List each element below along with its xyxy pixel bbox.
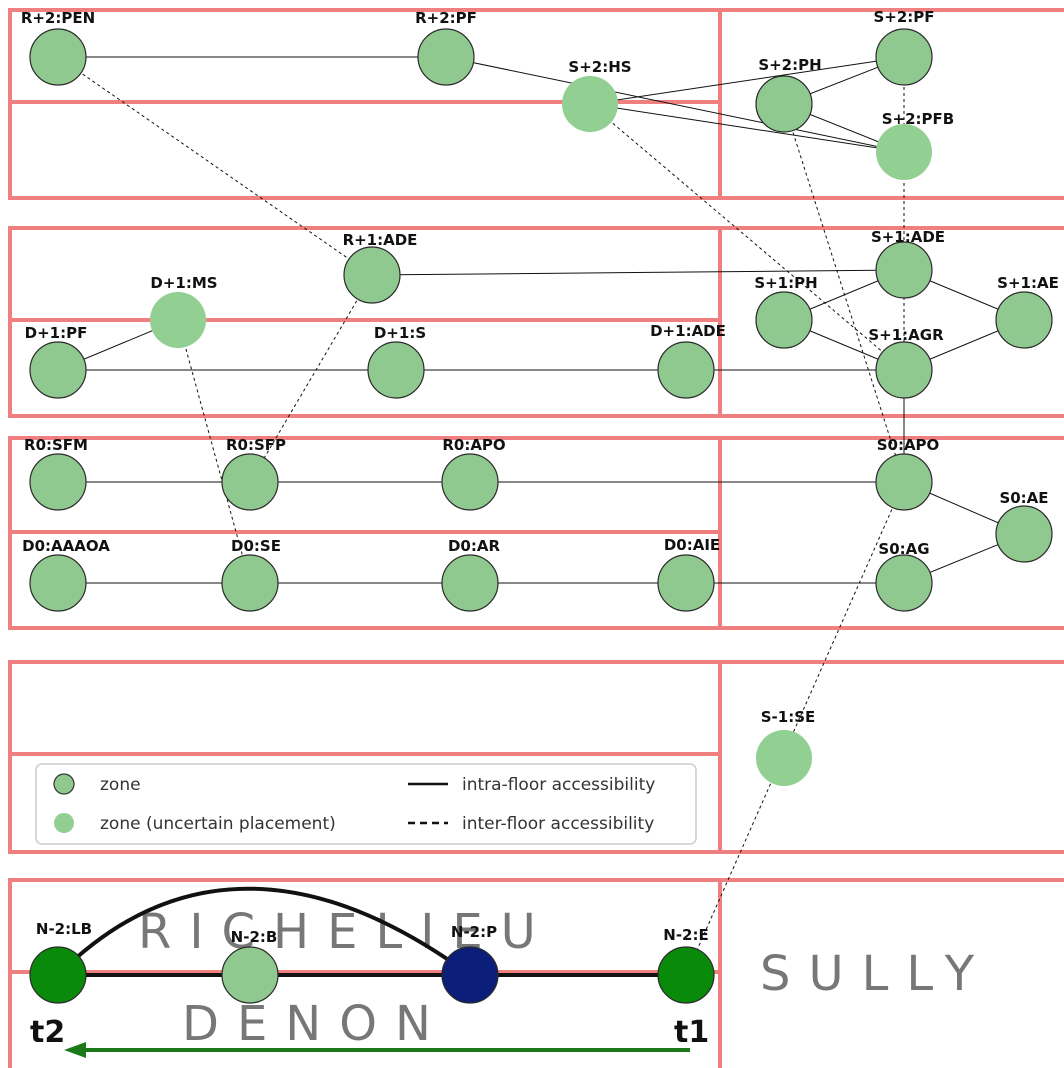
edge-r-2-pen-to-r-1-ade (57, 56, 373, 276)
route-start-label: t1 (674, 1015, 709, 1050)
edge-s-2-hs-to-s-2-pf (589, 56, 905, 105)
wall-s-1 (718, 660, 1064, 854)
zone-label-d0-ar: D0:AR (448, 537, 500, 555)
node-labels: R+2:PEN R+2:PF S+2:HS S+2:PH S+2:PF S+2:PFB R+… (21, 8, 1059, 946)
zone-label-s-1-ae: S+1:AE (997, 274, 1059, 292)
legend-box (35, 763, 697, 845)
zone-label-s-1-ph: S+1:PH (754, 274, 817, 292)
legend-inter-label: inter-floor accessibility (462, 814, 654, 834)
wall-s0 (718, 436, 1064, 630)
zone-node-s-1-ade (875, 241, 933, 299)
wall-s2 (718, 8, 1064, 200)
zone-label-d-1-ms: D+1:MS (150, 274, 217, 292)
zone-label-d-1-s: D+1:S (374, 324, 426, 342)
zone-label-d0-se: D0:SE (231, 537, 281, 555)
zone-node-d0-aie (657, 554, 715, 612)
zone-node-s-1-ae (995, 291, 1053, 349)
zone-label-n-2-b: N-2:B (231, 928, 278, 946)
zone-node-d0-aaaoa (29, 554, 87, 612)
zone-node-n-2-b (221, 946, 279, 1004)
legend-intra-label: intra-floor accessibility (462, 775, 655, 795)
edge-r-2-pf-to-s-2-pfb (445, 56, 905, 153)
zone-label-s0-apo: S0:APO (877, 436, 940, 454)
floor-walls (8, 8, 1064, 1068)
wall-s1 (718, 226, 1064, 418)
legend-uncertain-marker (54, 813, 74, 833)
zone-node-r-2-pf (417, 28, 475, 86)
route-arrow (64, 1042, 690, 1058)
zone-node-s0-ag (875, 554, 933, 612)
zone-node-r0-apo (441, 453, 499, 511)
zone-label-n-2-p: N-2:P (451, 923, 497, 941)
zone-label-r-1-ade: R+1:ADE (343, 231, 418, 249)
zone-label-s-1-ade: S+1:ADE (871, 228, 945, 246)
zone-node-s-2-hs (562, 76, 618, 132)
zone-node-s-2-pfb (876, 124, 932, 180)
zone-node-d-1-pf (29, 341, 87, 399)
zone-node-d-1-s (367, 341, 425, 399)
zone-label-d-1-pf: D+1:PF (25, 324, 88, 342)
zone-node-n-2-p (441, 946, 499, 1004)
edge-n-2-lb-to-n-2-p (56, 886, 472, 977)
zone-node-n-2-e (657, 946, 715, 1004)
zone-label-r0-apo: R0:APO (442, 436, 505, 454)
zone-node-d0-ar (441, 554, 499, 612)
nodes (29, 28, 1053, 1004)
zone-label-n-2-e: N-2:E (663, 926, 708, 944)
zone-label-d-1-ade: D+1:ADE (650, 322, 726, 340)
zone-label-r0-sfm: R0:SFM (24, 436, 88, 454)
zone-node-r0-sfm (29, 453, 87, 511)
zone-label-s0-ae: S0:AE (999, 489, 1048, 507)
zone-node-d-1-ade (657, 341, 715, 399)
zone-label-r0-sfp: R0:SFP (226, 436, 286, 454)
edge-r-1-ade-to-r0-sfp (249, 274, 373, 483)
zone-node-s-1-agr (875, 341, 933, 399)
legend: zone zone (uncertain placement) intra-fl… (35, 763, 697, 845)
zone-label-n-2-lb: N-2:LB (36, 920, 92, 938)
route-end-label: t2 (30, 1015, 65, 1050)
zone-label-s-1-se: S-1:SE (761, 708, 816, 726)
zone-node-d0-se (221, 554, 279, 612)
edge-s-2-hs-to-s-1-agr (589, 103, 905, 371)
legend-zone-marker (53, 773, 75, 795)
wing-label-sully: SULLY (760, 946, 992, 1002)
zone-node-s0-ae (995, 505, 1053, 563)
zone-node-s-1-ph (755, 291, 813, 349)
zone-label-s-2-pf: S+2:PF (873, 8, 934, 26)
zone-label-s-2-hs: S+2:HS (568, 58, 631, 76)
edge-r-1-ade-to-s-1-ade (371, 269, 905, 276)
zone-label-s-2-ph: S+2:PH (758, 56, 821, 74)
zone-node-n-2-lb (29, 946, 87, 1004)
wing-label-denon: DENON (182, 996, 449, 1052)
zone-node-r-1-ade (343, 246, 401, 304)
route-arrowhead (64, 1042, 86, 1058)
zone-label-r-2-pen: R+2:PEN (21, 9, 95, 27)
zone-label-s-2-pfb: S+2:PFB (882, 110, 954, 128)
zone-label-d0-aie: D0:AIE (664, 536, 720, 554)
zone-label-s0-ag: S0:AG (878, 540, 929, 558)
edges (56, 56, 1025, 977)
zone-node-r0-sfp (221, 453, 279, 511)
legend-zone-label: zone (100, 775, 141, 795)
edge-s-2-ph-to-s0-apo (783, 103, 905, 483)
zone-node-s-2-pf (875, 28, 933, 86)
zone-node-d-1-ms (150, 292, 206, 348)
zone-label-r-2-pf: R+2:PF (415, 9, 477, 27)
zone-node-r-2-pen (29, 28, 87, 86)
wall-s-2 (718, 878, 1064, 1068)
zone-node-s0-apo (875, 453, 933, 511)
zone-label-s-1-agr: S+1:AGR (868, 326, 944, 344)
edge-s-2-hs-to-s-2-pfb (589, 103, 905, 153)
zone-label-d0-aaaoa: D0:AAAOA (22, 537, 110, 555)
zone-node-s-2-ph (755, 75, 813, 133)
zone-node-s-1-se (756, 730, 812, 786)
legend-uncertain-label: zone (uncertain placement) (100, 814, 336, 834)
